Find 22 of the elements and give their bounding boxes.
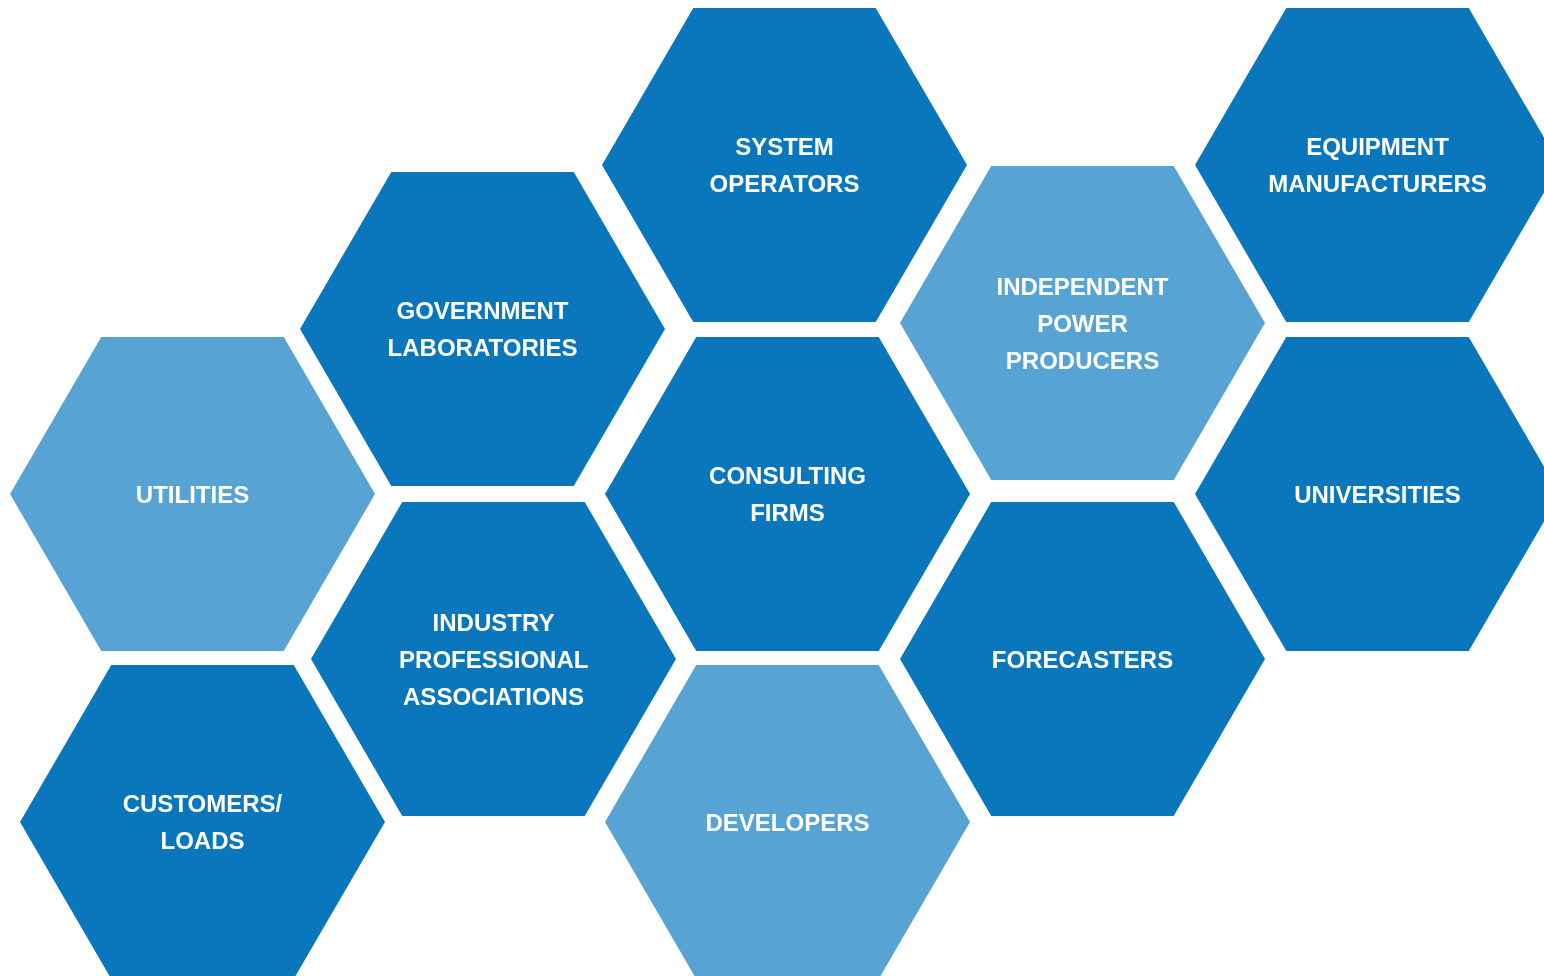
- hexagon-tile: [900, 166, 1265, 480]
- tile-label: UNIVERSITIES: [1294, 479, 1461, 510]
- hexagon-tile: [900, 502, 1265, 816]
- tile-label: UTILITIES: [135, 479, 250, 510]
- hexagon-tile: [1195, 337, 1544, 651]
- tile-label: INDEPENDENT POWER PRODUCERS: [995, 271, 1170, 376]
- hexagon-tile: [20, 665, 385, 976]
- hexagon-tile: [311, 502, 676, 816]
- tile-label: FORECASTERS: [991, 644, 1174, 675]
- tile-label: CONSULTING FIRMS: [708, 461, 867, 528]
- tile-label: DEVELOPERS: [705, 807, 870, 838]
- hexagon-tile: [602, 8, 967, 322]
- hexagon-tile: [605, 337, 970, 651]
- hexagon-tile: [1195, 8, 1544, 322]
- hexagon-tile: [300, 172, 665, 486]
- tile-label: INDUSTRY PROFESSIONAL ASSOCIATIONS: [399, 607, 588, 712]
- hexagon-tile: [605, 665, 970, 976]
- tile-label: CUSTOMERS/ LOADS: [121, 789, 284, 856]
- tile-label: SYSTEM OPERATORS: [708, 132, 861, 199]
- tile-label: EQUIPMENT MANUFACTURERS: [1268, 132, 1487, 199]
- tile-label: GOVERNMENT LABORATORIES: [387, 296, 578, 363]
- hexagon-tile: [10, 337, 375, 651]
